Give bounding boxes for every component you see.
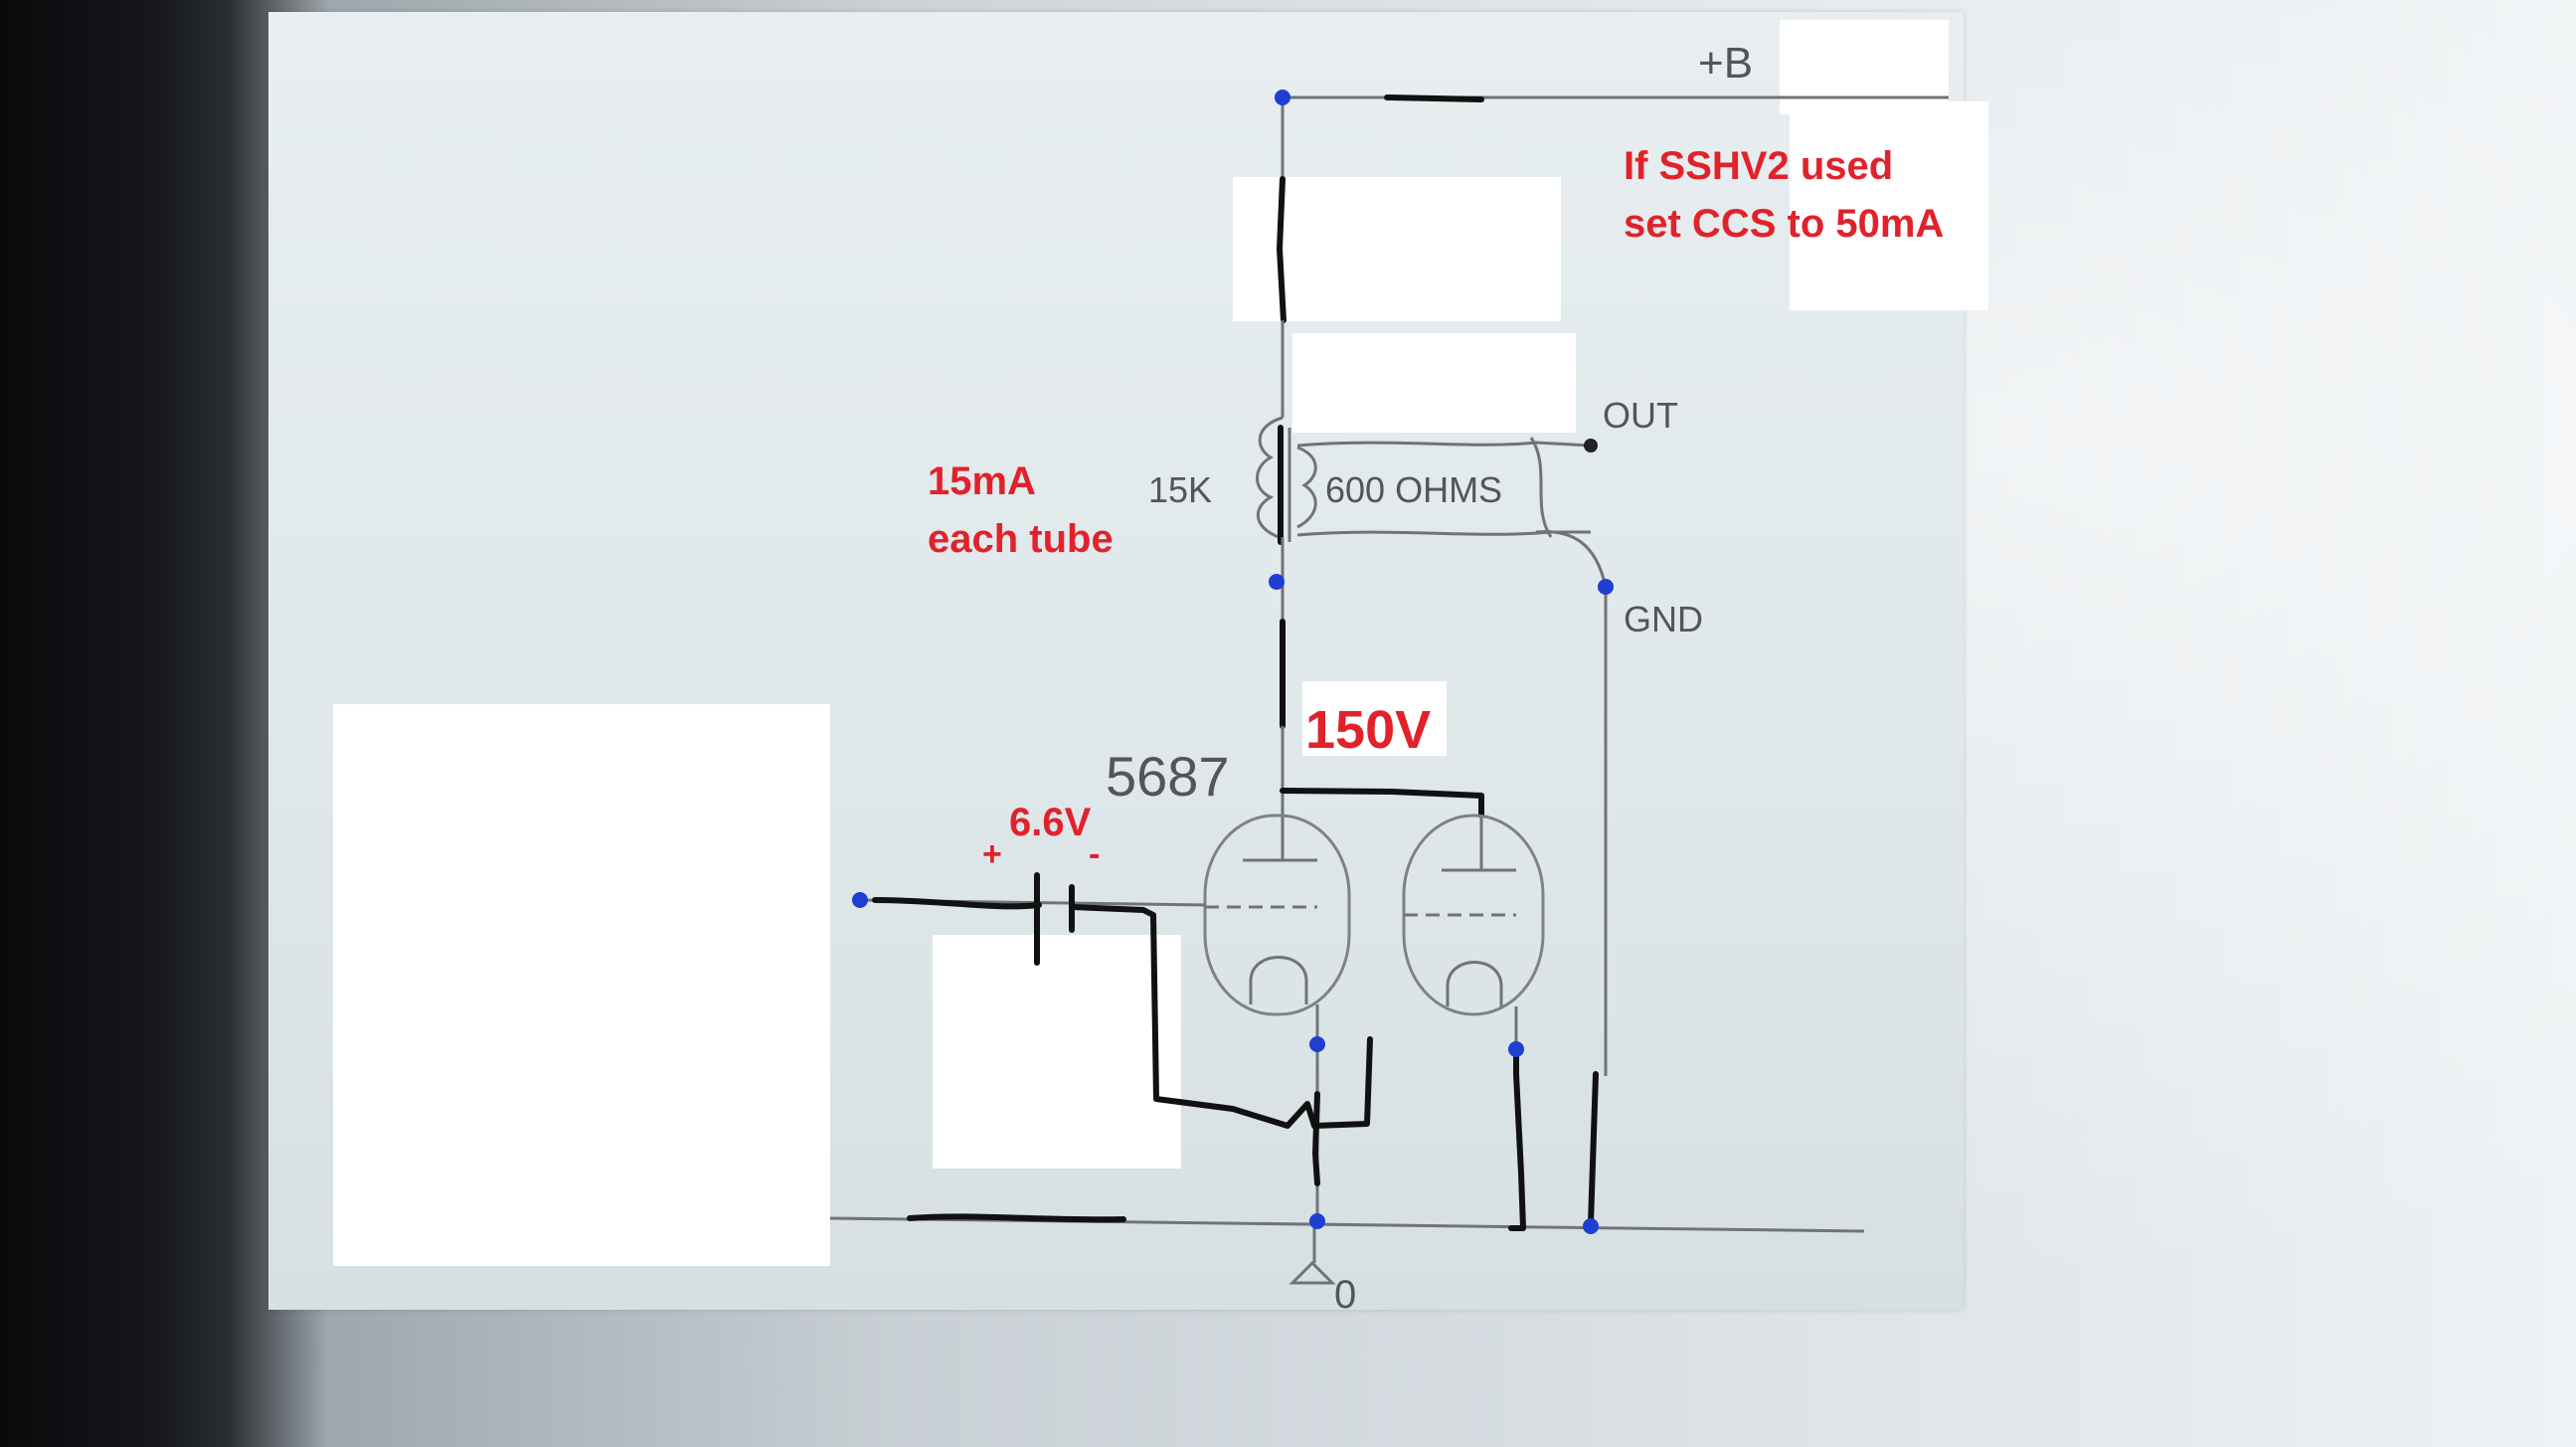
output-terminal [1584,439,1598,452]
bias-voltage-label: 6.6V [1009,801,1092,844]
node-dot [1583,1218,1599,1234]
secondary-wire-top [1296,441,1592,448]
hand-drawn-grid-return [1069,904,1373,1129]
redaction-box [1302,681,1447,756]
node-dot [852,892,868,908]
redaction-box [1233,177,1561,321]
battery-plus-label: + [982,835,1002,873]
hand-drawn-trace [1312,1091,1320,1186]
hand-drawn-trace [1508,1041,1526,1231]
transformer-primary-coil [1256,416,1284,539]
secondary-impedance-label: 600 OHMS [1325,469,1502,510]
hand-drawn-trace [1588,1071,1599,1226]
hand-drawn-trace [907,1213,1126,1223]
ground-rail [829,1216,1865,1233]
current-note-line-1: 15mA [928,459,1036,503]
redaction-box [1790,101,1988,310]
ground-node-label: 0 [1334,1273,1356,1317]
wire [1529,437,1553,538]
node-dot [1309,1213,1325,1229]
plate-voltage-label: 150V [1305,700,1431,760]
battery-minus-label: - [1089,835,1100,873]
tube-2-cathode [1446,961,1503,1006]
node-dot [1598,579,1614,595]
node-dot [1309,1036,1325,1052]
secondary-wire-bottom [1296,530,1591,537]
redaction-box [1292,333,1576,433]
hand-drawn-trace [1384,94,1484,102]
hand-drawn-trace [1277,176,1287,323]
hand-drawn-trace [872,897,1042,910]
supply-label: +B [1698,39,1753,88]
ccs-note-line-1: If SSHV2 used [1624,144,1893,188]
redaction-box [933,935,1181,1169]
tube-1-cathode [1249,956,1308,1004]
node-dot [1269,574,1285,590]
transformer-secondary-coil [1296,446,1317,529]
redaction-box [1780,20,1949,114]
output-label: OUT [1603,395,1678,436]
node-dot [1508,1041,1524,1057]
tube-type-label: 5687 [1106,745,1230,808]
redaction-box [333,704,830,1266]
wire [1535,530,1608,588]
ground-label: GND [1624,599,1703,639]
tube-1-envelope [1203,814,1351,1016]
plate-link-trace [1280,788,1484,818]
ground-symbol [1288,1223,1336,1285]
current-note-line-2: each tube [928,517,1114,561]
primary-impedance-label: 15K [1148,469,1212,510]
node-dot [1275,90,1290,105]
ccs-note-line-2: set CCS to 50mA [1624,202,1944,246]
